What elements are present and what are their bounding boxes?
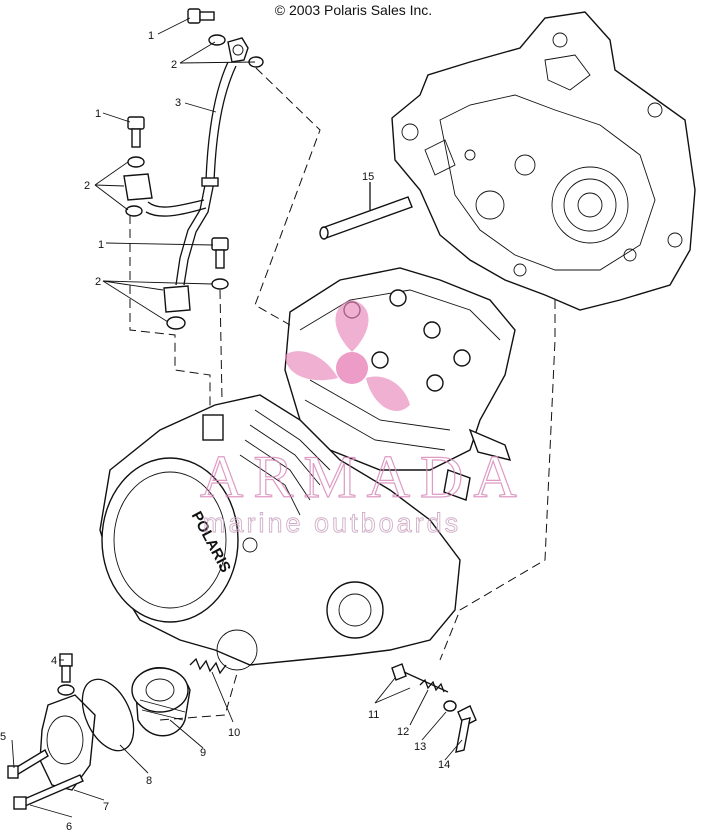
callout-7: 7	[103, 801, 109, 813]
callout-8: 8	[146, 775, 152, 787]
callout-numbers: 1 2 3 1 2 1 2 15 4 5 6 7 8 9 10 11 12 13…	[0, 30, 450, 833]
callout-4: 4	[51, 655, 57, 667]
oil-line-assembly	[123, 8, 264, 330]
callout-1: 1	[148, 30, 154, 42]
callout-14: 14	[438, 759, 450, 771]
crankcase-half	[391, 11, 696, 311]
watermark: ARMADA marine outboards	[199, 300, 527, 538]
callout-6: 6	[66, 821, 72, 832]
callout-3: 3	[175, 97, 181, 109]
leader-lines	[11, 17, 463, 818]
callout-1: 1	[98, 239, 104, 251]
watermark-emblem	[285, 300, 410, 411]
watermark-tagline: marine outboards	[203, 508, 461, 538]
callout-15: 15	[362, 171, 374, 183]
callout-12: 12	[397, 726, 409, 738]
callout-1: 1	[95, 108, 101, 120]
dowel-pin-15	[319, 182, 413, 240]
callout-2: 2	[95, 276, 101, 288]
callout-13: 13	[414, 741, 426, 753]
watermark-brand: ARMADA	[200, 444, 527, 510]
callout-5: 5	[0, 731, 6, 743]
callout-10: 10	[228, 727, 240, 739]
callout-9: 9	[200, 747, 206, 759]
callout-2: 2	[84, 180, 90, 192]
assembly-lines	[129, 67, 556, 721]
copyright-text: © 2003 Polaris Sales Inc.	[274, 2, 433, 18]
callout-2: 2	[171, 59, 177, 71]
callout-11: 11	[368, 709, 379, 721]
